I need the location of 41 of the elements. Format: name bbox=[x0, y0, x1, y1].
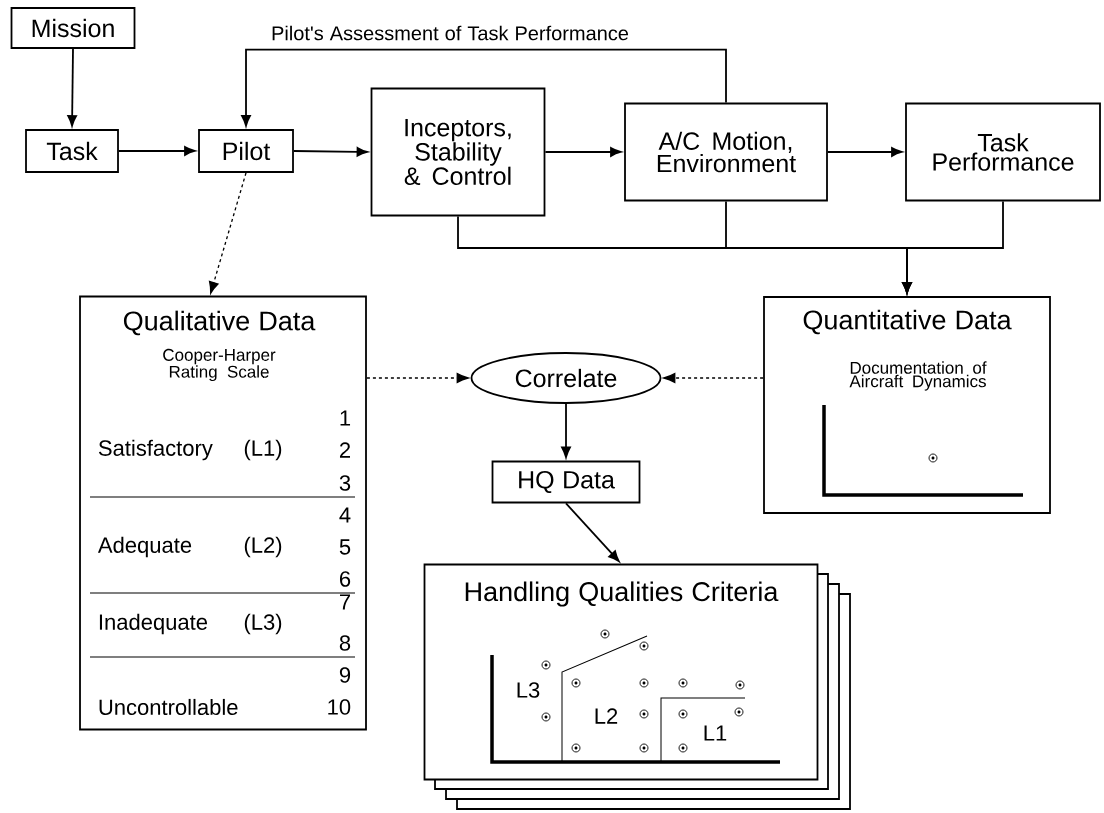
process-box: Inceptors, Stability & Control bbox=[370, 87, 546, 217]
arrow bbox=[208, 172, 247, 294]
process-box: Task Performance bbox=[905, 102, 1101, 202]
arrow bbox=[565, 502, 620, 562]
arrow bbox=[561, 403, 571, 458]
arrow bbox=[67, 48, 77, 127]
table-text: 3 bbox=[339, 475, 351, 491]
table-text: 8 bbox=[339, 635, 351, 651]
table-text: Uncontrollable bbox=[99, 698, 238, 716]
panel-heading: Quantitative Data bbox=[803, 309, 1012, 335]
process-box: Mission bbox=[10, 7, 136, 49]
panel-heading: Qualitative Data bbox=[123, 310, 316, 336]
arrow bbox=[366, 373, 469, 383]
table-text: 10 bbox=[328, 699, 351, 715]
arrow bbox=[241, 48, 727, 127]
arrow bbox=[663, 373, 764, 383]
table-text: 1 bbox=[340, 410, 351, 426]
process-box: Pilot bbox=[198, 129, 294, 173]
arrow bbox=[902, 200, 1004, 294]
process-box: A/C Motion, Environment bbox=[624, 102, 828, 202]
process-box: HQ Data bbox=[491, 460, 641, 504]
table-text: 6 bbox=[340, 571, 351, 587]
table-text: Adequate bbox=[97, 536, 192, 558]
table-text: (L2) bbox=[244, 536, 282, 558]
table-text: 7 bbox=[340, 594, 350, 610]
table-text: (L1) bbox=[244, 439, 282, 461]
table-text: 5 bbox=[339, 539, 351, 555]
table-text: 4 bbox=[339, 507, 351, 523]
arrow bbox=[118, 146, 196, 156]
panel-subtitle: Documentation of Aircraft Dynamics bbox=[849, 361, 987, 391]
panel-subtitle: Cooper-Harper Rating Scale bbox=[163, 348, 276, 382]
arrow bbox=[293, 147, 368, 157]
process-box: Task bbox=[25, 129, 119, 173]
table-text: Inadequate bbox=[99, 613, 207, 635]
edge-label: Pilot's Assessment of Task Performance bbox=[270, 24, 630, 42]
table-text: Satisfactory bbox=[98, 439, 213, 461]
table-text: (L3) bbox=[244, 613, 282, 635]
table-text: 2 bbox=[340, 442, 350, 458]
table-text: 9 bbox=[339, 667, 351, 683]
arrow bbox=[827, 147, 903, 157]
arrow bbox=[544, 147, 622, 157]
